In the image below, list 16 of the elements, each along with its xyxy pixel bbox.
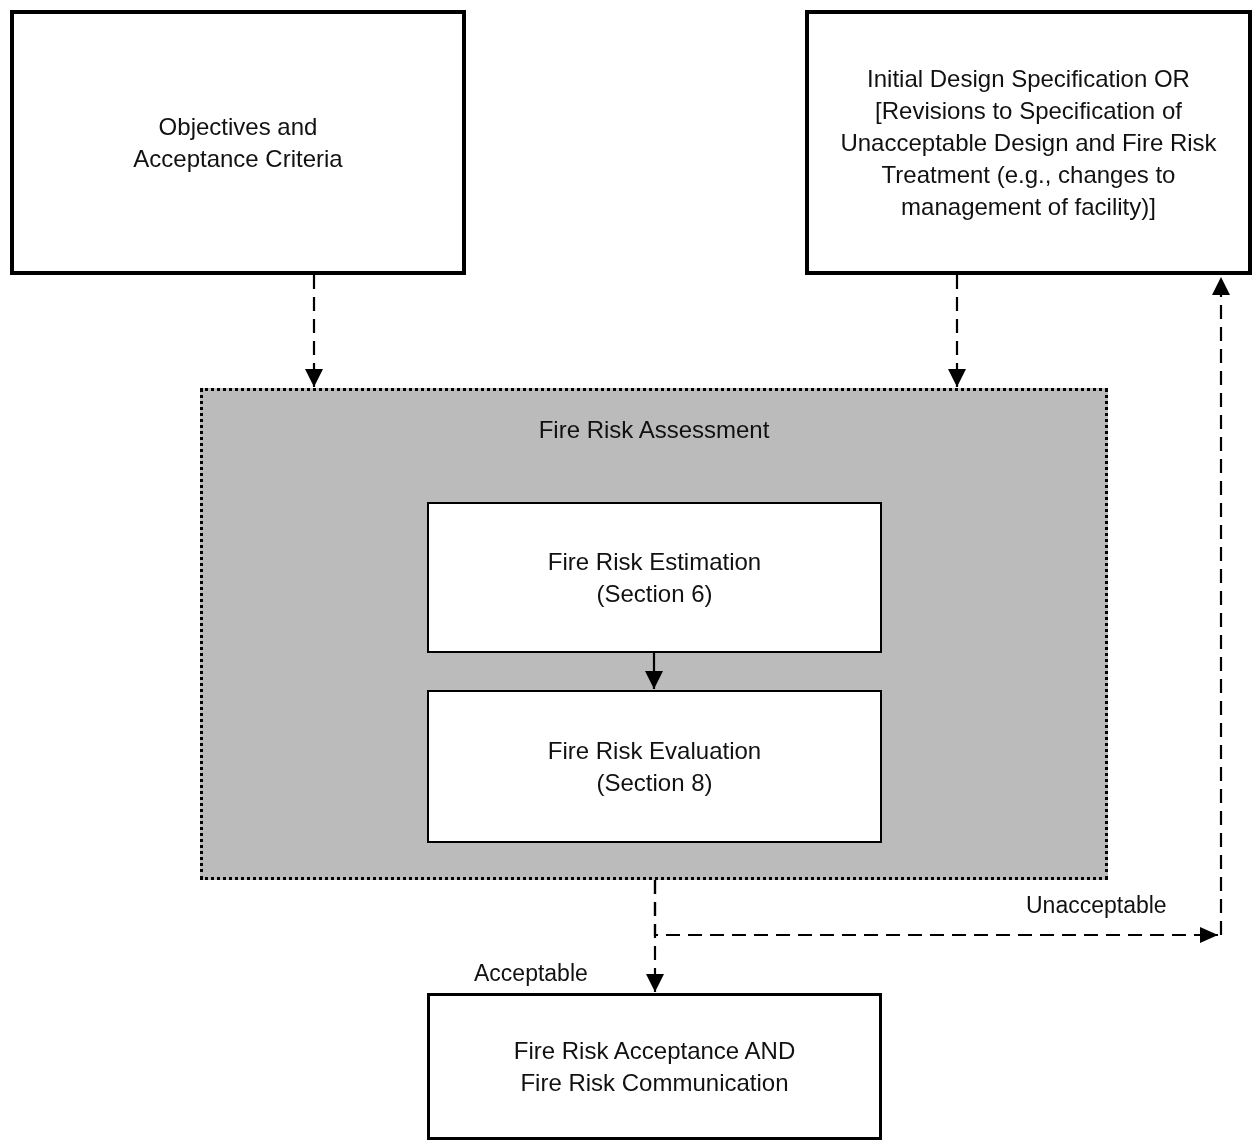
process-box [10, 10, 466, 275]
dashed-arrow [653, 275, 1230, 943]
box-text: Initial Design Specification OR [Revisions to Specification of Unacceptable Design and Fire Risk Treatment (e.g., changes to management of facility)] [839, 63, 1218, 222]
arrow [645, 653, 663, 689]
process-box [427, 690, 882, 843]
box-text: Fire Risk Evaluation (Section 8) [546, 735, 763, 798]
group-panel [200, 388, 1108, 880]
box-text: Fire Risk Estimation (Section 6) [546, 546, 763, 609]
process-box [805, 10, 1252, 275]
process-box [427, 993, 882, 1140]
group-title: Fire Risk Assessment [537, 415, 771, 445]
dashed-arrow [305, 275, 323, 387]
process-box [427, 502, 882, 653]
dashed-arrow [948, 275, 966, 387]
box-text: Objectives and Acceptance Criteria [132, 111, 344, 174]
box-text: Fire Risk Acceptance AND Fire Risk Communication [512, 1035, 797, 1098]
